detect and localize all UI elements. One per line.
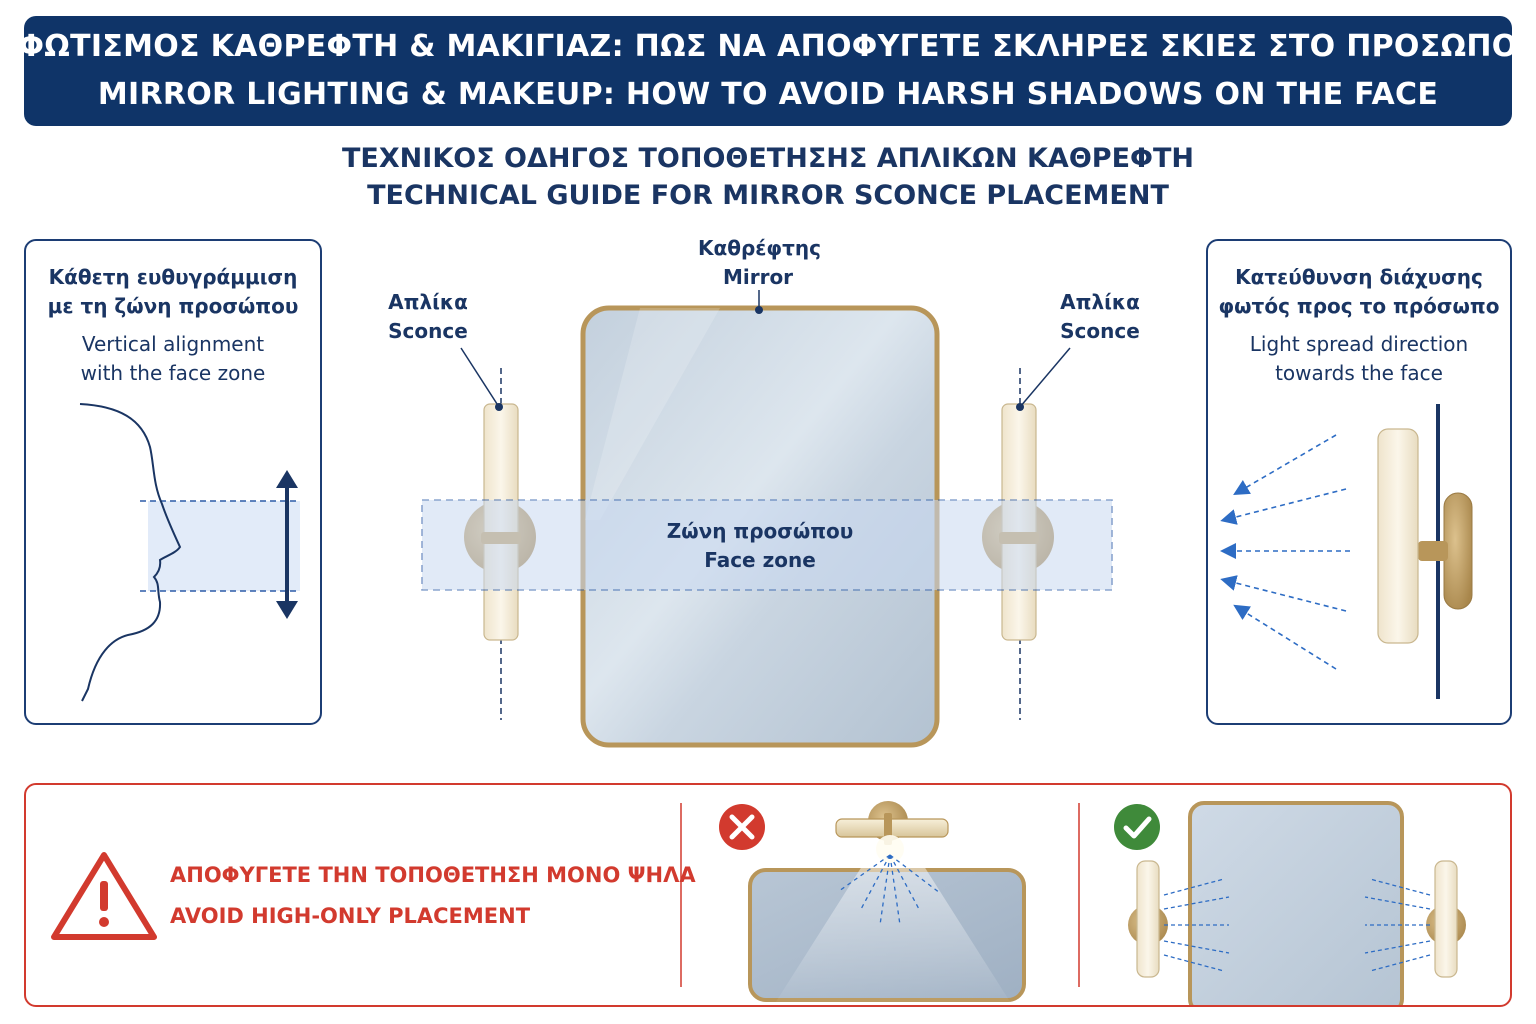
check-mark-icon	[1114, 804, 1160, 850]
bad-sconce-glow	[876, 835, 904, 863]
light-spread-diagram	[1220, 404, 1473, 699]
light-ray-arrow-2	[1220, 488, 1347, 525]
light-ray-arrow-5	[1233, 604, 1337, 670]
right-panel-title-gr-1: Κατεύθυνση διάχυσης	[1235, 265, 1483, 289]
light-ray-arrow-4	[1220, 575, 1347, 612]
subtitle-gr: ΤΕΧΝΙΚΟΣ ΟΔΗΓΟΣ ΤΟΠΟΘΕΤΗΣΗΣ ΑΠΛΙΚΩΝ ΚΑΘΡ…	[342, 143, 1194, 174]
right-panel-title-en-1: Light spread direction	[1249, 332, 1469, 356]
light-ray-arrow-1	[1233, 434, 1337, 496]
left-panel-title-gr-2: με τη ζώνη προσώπου	[47, 294, 299, 318]
right-panel-title-gr-2: φωτός προς το πρόσωπο	[1218, 294, 1500, 318]
light-sconce-tube	[1377, 428, 1419, 644]
warning-text-en: AVOID HIGH-ONLY PLACEMENT	[170, 904, 531, 928]
good-mirror	[1188, 801, 1404, 1005]
light-spread-panel: Κατεύθυνση διάχυσης φωτός προς το πρόσωπ…	[1206, 239, 1512, 725]
face-zone-band-left	[148, 501, 300, 591]
left-panel-title-en-1: Vertical alignment	[81, 332, 265, 356]
left-sconce-dot	[495, 403, 503, 411]
header-banner: ΦΩΤΙΣΜΟΣ ΚΑΘΡΕΦΤΗ & ΜΑΚΙΓΙΑΖ: ΠΩΣ ΝΑ ΑΠΟ…	[18, 16, 1517, 126]
mirror-label-gr: Καθρέφτης	[698, 236, 821, 260]
warning-exclamation-dot	[99, 917, 109, 927]
left-panel-title-en-2: with the face zone	[80, 361, 266, 385]
face-zone-label-gr: Ζώνη προσώπου	[666, 519, 854, 543]
light-sconce-mount	[1443, 492, 1473, 610]
left-sconce-leader	[460, 347, 500, 408]
right-sconce-backplate	[982, 501, 1054, 573]
right-sconce-dot	[1016, 403, 1024, 411]
check-mark-glyph	[1123, 816, 1152, 839]
right-sconce-leader	[1019, 347, 1071, 408]
warning-triangle-icon	[51, 852, 157, 940]
subtitle-en: TECHNICAL GUIDE FOR MIRROR SCONCE PLACEM…	[367, 180, 1169, 211]
left-panel-title-gr-1: Κάθετη ευθυγράμμιση	[48, 265, 298, 289]
right-sconce-label-en: Sconce	[1060, 319, 1140, 343]
mirror-label-en: Mirror	[722, 265, 794, 289]
left-sconce-tube	[483, 403, 519, 641]
warning-box: ΑΠΟΦΥΓΕΤΕ ΤΗΝ ΤΟΠΟΘΕΤΗΣΗ ΜΟΝΟ ΨΗΛΑ AVOID…	[24, 783, 1512, 1007]
right-sconce-label-gr: Απλίκα	[1060, 290, 1140, 314]
warning-text-gr: ΑΠΟΦΥΓΕΤΕ ΤΗΝ ΤΟΠΟΘΕΤΗΣΗ ΜΟΝΟ ΨΗΛΑ	[170, 863, 696, 887]
good-left-light-rays	[1163, 878, 1230, 972]
guide-subtitle: ΤΕΧΝΙΚΟΣ ΟΔΗΓΟΣ ΤΟΠΟΘΕΤΗΣΗΣ ΑΠΛΙΚΩΝ ΚΑΘΡ…	[0, 140, 1536, 214]
left-sconce-label-gr: Απλίκα	[388, 290, 468, 314]
mirror-reflection	[585, 308, 720, 520]
left-sconce-backplate	[464, 501, 536, 573]
mirror-label-dot	[755, 306, 763, 314]
left-sconce-label-en: Sconce	[388, 319, 468, 343]
x-mark-glyph	[729, 814, 755, 840]
bad-light-rays	[838, 854, 941, 926]
good-right-sconce-tube	[1434, 860, 1458, 978]
good-left-sconce-tube	[1136, 860, 1160, 978]
header-title-en: MIRROR LIGHTING & MAKEUP: HOW TO AVOID H…	[97, 77, 1439, 112]
good-right-light-rays	[1364, 878, 1431, 972]
face-zone-label-en: Face zone	[704, 548, 816, 572]
warning-illustrations	[51, 801, 1466, 1005]
warning-exclamation-bar	[100, 881, 108, 911]
bad-light-cone	[773, 863, 1013, 1005]
left-sconce-clamp	[481, 532, 521, 544]
right-sconce-clamp	[999, 532, 1039, 544]
arrow-up-icon	[276, 470, 298, 488]
right-sconce-tube	[1001, 403, 1037, 641]
vertical-alignment-panel: Κάθετη ευθυγράμμιση με τη ζώνη προσώπου …	[24, 239, 322, 725]
header-title-gr: ΦΩΤΙΣΜΟΣ ΚΑΘΡΕΦΤΗ & ΜΑΚΙΓΙΑΖ: ΠΩΣ ΝΑ ΑΠΟ…	[18, 29, 1518, 64]
light-sconce-arm	[1418, 541, 1448, 561]
arrow-down-icon	[276, 601, 298, 619]
right-panel-title-en-2: towards the face	[1275, 361, 1443, 385]
face-profile-outline	[79, 403, 182, 702]
face-profile-diagram	[79, 403, 300, 702]
